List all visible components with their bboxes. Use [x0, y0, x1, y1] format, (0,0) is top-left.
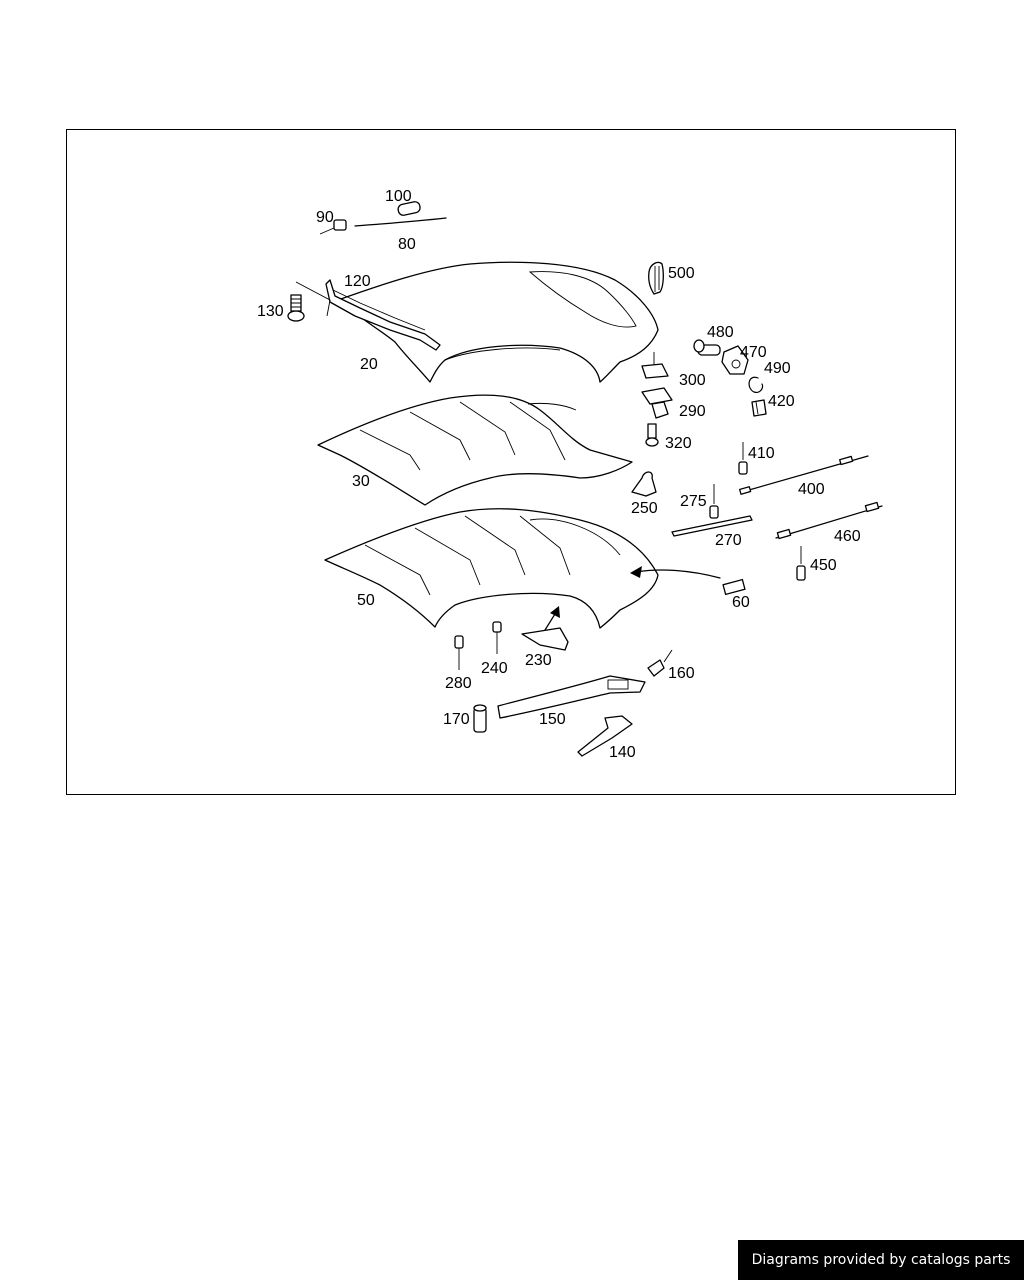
- part-100-sleeve: [397, 201, 421, 216]
- parts-diagram: 100 90 80 120 130 20 500 480 470 490 300…: [257, 188, 883, 761]
- callout-460: 460: [834, 528, 861, 545]
- callout-100: 100: [385, 188, 412, 205]
- part-320-bolt: [645, 423, 659, 447]
- part-150-trim: [497, 675, 646, 719]
- callout-60: 60: [732, 594, 750, 611]
- part-490-ring: [748, 376, 764, 393]
- callout-270: 270: [715, 532, 742, 549]
- callout-170: 170: [443, 711, 470, 728]
- part-275-bolt: [709, 484, 719, 519]
- part-290-hinge: [641, 387, 673, 419]
- callout-275: 275: [680, 493, 707, 510]
- callout-250: 250: [631, 500, 658, 517]
- part-300-hinge-plate: [641, 352, 669, 379]
- part-280-bolt: [454, 635, 464, 670]
- part-160-clip: [647, 649, 673, 677]
- callout-470: 470: [740, 344, 767, 361]
- part-270-strip: [671, 515, 753, 537]
- part-170-tube: [473, 704, 487, 733]
- footer-text: Diagrams provided by catalogs parts: [751, 1252, 1011, 1268]
- callout-420: 420: [768, 393, 795, 410]
- part-90-pin: [319, 219, 347, 235]
- callout-30: 30: [352, 473, 370, 490]
- part-230-wedge: [521, 606, 569, 651]
- callout-160: 160: [668, 665, 695, 682]
- part-450-bolt: [796, 546, 806, 581]
- footer-banner: Diagrams provided by catalogs parts: [738, 1240, 1024, 1280]
- part-500-cover: [648, 261, 664, 295]
- part-30-middle-layer: [317, 394, 633, 506]
- part-130-screw: [287, 294, 305, 322]
- part-240-bolt: [492, 621, 502, 654]
- callout-280: 280: [445, 675, 472, 692]
- callout-410: 410: [748, 445, 775, 462]
- callout-240: 240: [481, 660, 508, 677]
- part-50-headliner: [324, 508, 659, 629]
- part-460-cable: [775, 501, 883, 540]
- part-480-pin: [693, 339, 721, 356]
- callout-labels: 100 90 80 120 130 20 500 480 470 490 300…: [257, 188, 861, 761]
- callout-490: 490: [764, 360, 791, 377]
- callout-120: 120: [344, 273, 371, 290]
- callout-300: 300: [679, 372, 706, 389]
- diagram-frame: [66, 129, 956, 795]
- part-140-bracket: [577, 715, 633, 757]
- callout-400: 400: [798, 481, 825, 498]
- part-20-outer-top: [337, 261, 659, 383]
- callout-320: 320: [665, 435, 692, 452]
- part-420-clip: [751, 399, 767, 417]
- part-60-clip: [722, 578, 746, 596]
- part-80-rod: [354, 217, 447, 227]
- callout-500: 500: [668, 265, 695, 282]
- callout-80: 80: [398, 236, 416, 253]
- callout-20: 20: [360, 356, 378, 373]
- part-400-cable: [738, 455, 869, 495]
- callout-90: 90: [316, 209, 334, 226]
- callout-450: 450: [810, 557, 837, 574]
- callout-230: 230: [525, 652, 552, 669]
- callout-140: 140: [609, 744, 636, 761]
- callout-480: 480: [707, 324, 734, 341]
- callout-290: 290: [679, 403, 706, 420]
- callout-150: 150: [539, 711, 566, 728]
- callout-130: 130: [257, 303, 284, 320]
- leader-130: [295, 281, 331, 317]
- arrow-60-to-50: [630, 566, 721, 579]
- callout-50: 50: [357, 592, 375, 609]
- part-470-bracket: [721, 345, 749, 375]
- part-410-bolt: [738, 442, 748, 475]
- part-250-bracket: [631, 471, 657, 497]
